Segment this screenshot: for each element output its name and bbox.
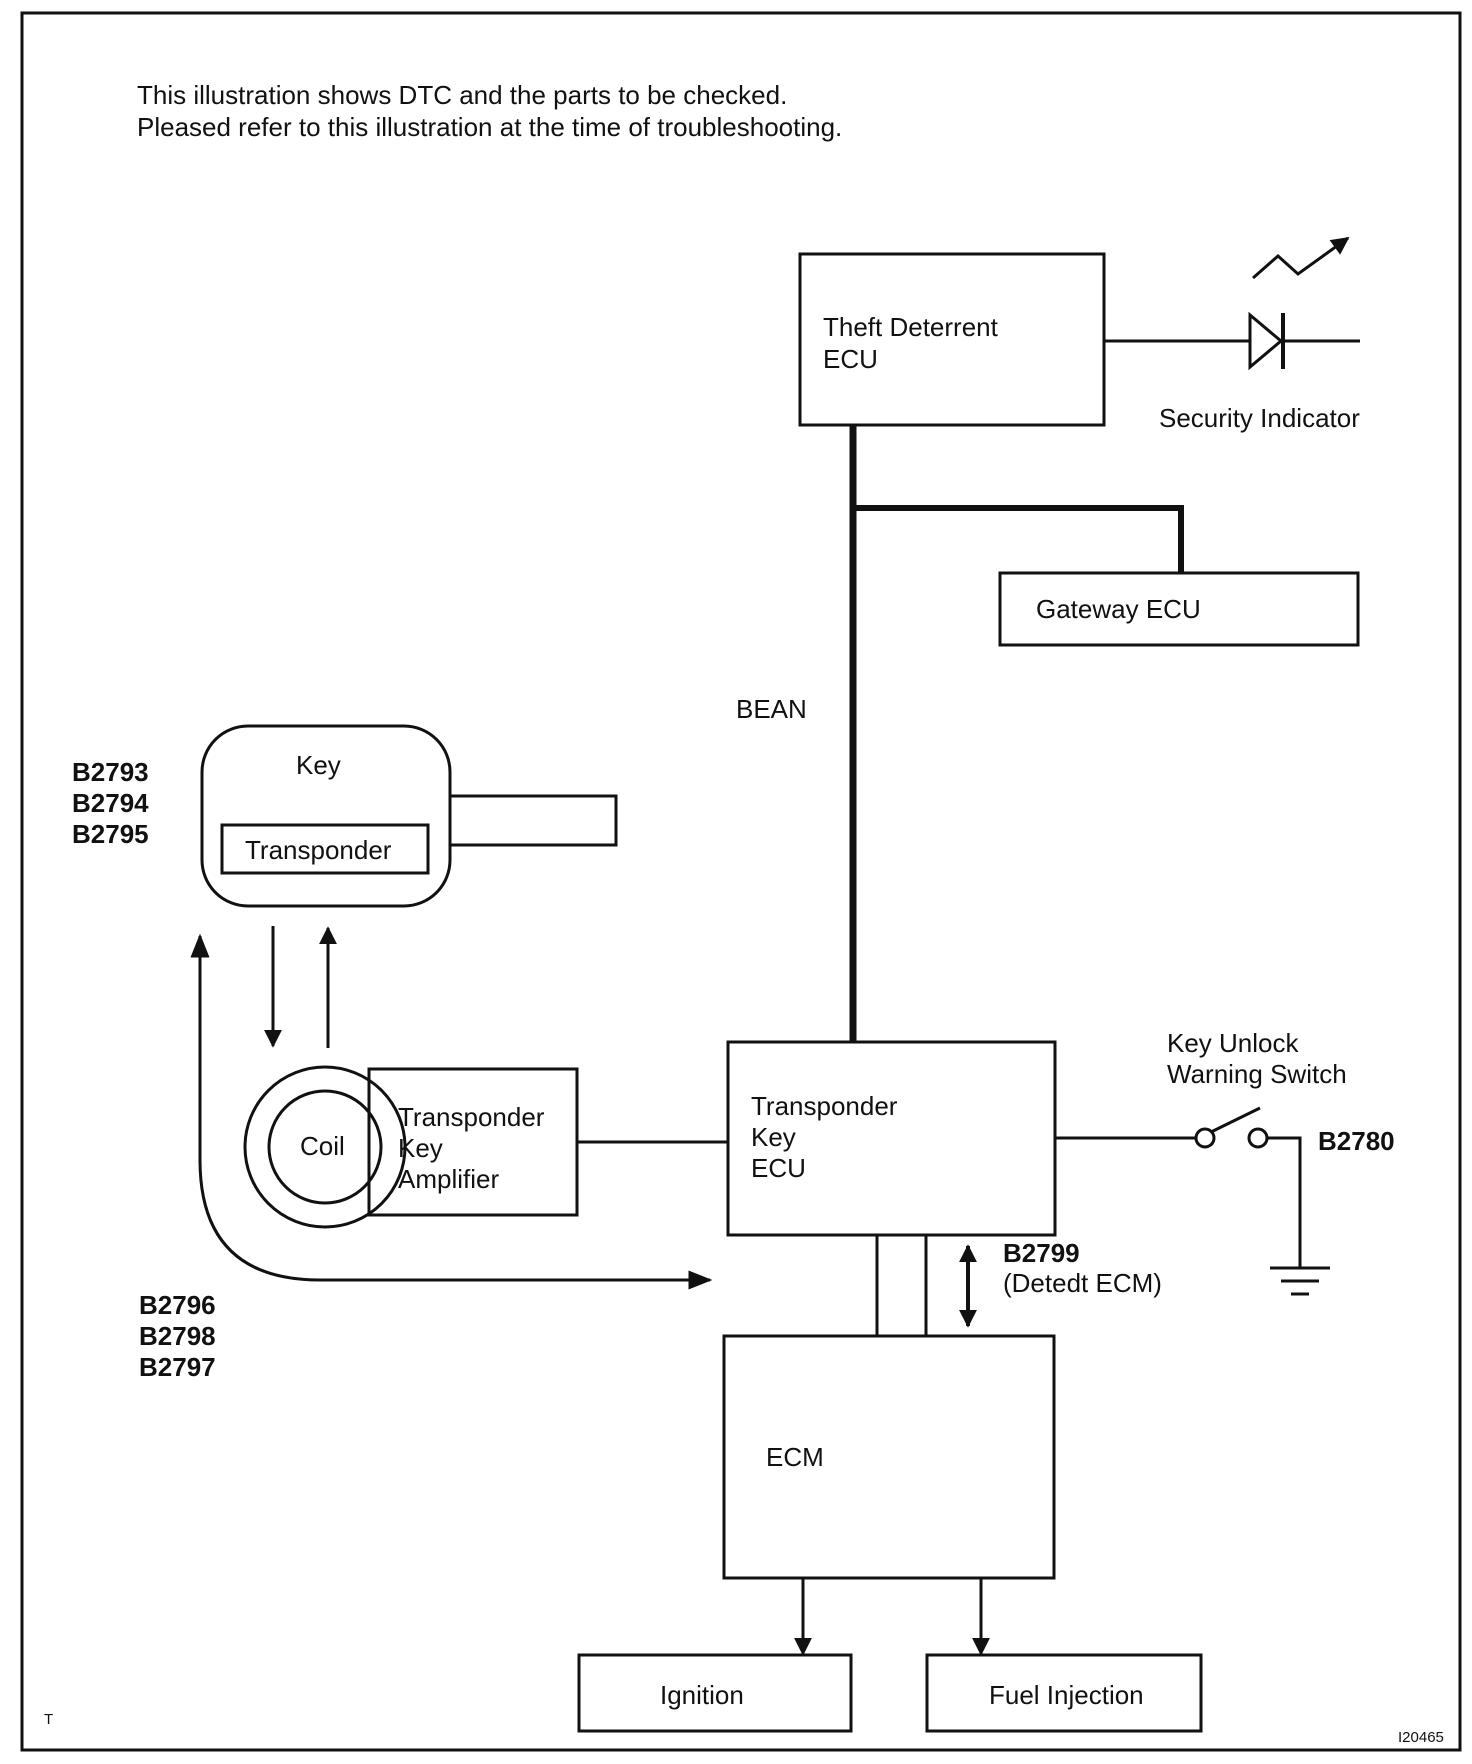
svg-text:B2798: B2798 [139,1321,216,1351]
transponder [220,823,430,875]
svg-text:B2794: B2794 [72,788,149,818]
coil: Coil [243,1065,407,1229]
svg-text:Security Indicator: Security Indicator [1159,403,1360,433]
corner-mark: T [44,1711,53,1728]
theft-deterrent-ecu: Theft Deterrent ECU [798,252,1106,427]
key-unlock-warning-switch: Key Unlock Warning Switch B2780 [1055,1028,1395,1296]
intro-line-1: This illustration shows DTC and the part… [137,80,787,110]
svg-text:Key: Key [751,1122,796,1152]
svg-text:Coil: Coil [300,1131,345,1161]
switch-contact-icon [1210,1106,1261,1134]
key-blade [450,794,618,847]
svg-text:Ignition: Ignition [660,1680,744,1710]
intro-line-2: Pleased refer to this illustration at th… [137,112,842,142]
led-diode-icon [1248,311,1284,371]
figure-id: I20465 [1398,1729,1444,1746]
ignition: Ignition [577,1653,853,1733]
svg-text:B2793: B2793 [72,757,149,787]
dtc-ecm-note: (Detedt ECM) [1003,1268,1162,1298]
svg-text:Transponder: Transponder [398,1102,545,1132]
svg-text:ECU: ECU [751,1153,806,1183]
fuel-injection: Fuel Injection [925,1653,1203,1733]
light-emission-icon [1252,236,1350,280]
svg-text:Amplifier: Amplifier [398,1164,499,1194]
svg-text:Theft Deterrent: Theft Deterrent [823,312,999,342]
dtc-switch-code: B2780 [1318,1126,1395,1156]
ecm: ECM [722,1334,1056,1580]
dtc-ecm-code: B2799 [1003,1238,1080,1268]
page-frame [20,11,1462,1752]
security-indicator: Security Indicator [1104,236,1360,433]
dtc-amplifier-codes: B2796 B2798 B2797 [139,1290,216,1382]
ground-icon [1270,1266,1330,1296]
bean-label: BEAN [736,694,807,724]
svg-text:Gateway ECU: Gateway ECU [1036,594,1201,624]
svg-text:Transponder: Transponder [751,1091,898,1121]
svg-text:B2796: B2796 [139,1290,216,1320]
svg-text:ECU: ECU [823,344,878,374]
communication-loop-arrow [198,1159,713,1290]
transponder-key-amplifier: Transponder Key Amplifier [367,1067,579,1217]
dtc-key-codes: B2793 B2794 B2795 [72,757,149,849]
svg-text:Transponder: Transponder [245,835,392,865]
transponder-key-ecu: Transponder Key ECU [726,1040,1057,1237]
bean-bus: BEAN [736,425,1184,1042]
svg-text:B2795: B2795 [72,819,149,849]
svg-text:Fuel Injection: Fuel Injection [989,1680,1144,1710]
svg-text:ECM: ECM [766,1442,824,1472]
gateway-ecu: Gateway ECU [998,571,1360,647]
svg-text:Key Unlock: Key Unlock [1167,1028,1299,1058]
svg-text:Key: Key [296,750,341,780]
key: Key Transponder [200,724,618,908]
svg-text:B2797: B2797 [139,1352,216,1382]
svg-text:Warning Switch: Warning Switch [1167,1059,1347,1089]
svg-text:Key: Key [398,1133,443,1163]
